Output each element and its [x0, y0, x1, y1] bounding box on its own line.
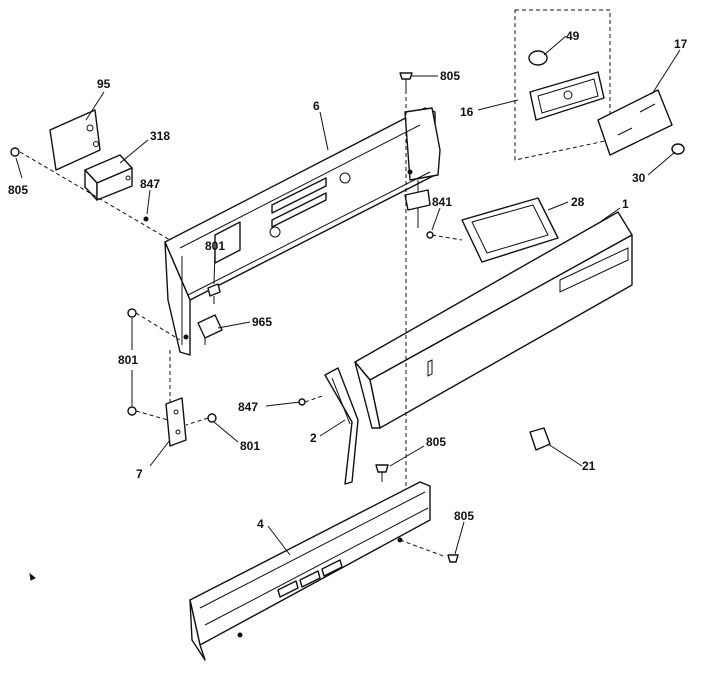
part-965-clip: [197, 314, 223, 345]
callout-841: 841: [432, 195, 452, 209]
part-801-left-screw-upper: [127, 308, 137, 318]
callout-805-top: 805: [440, 69, 460, 83]
stray-mark: [29, 572, 36, 581]
part-4-bottom-trim: [189, 481, 431, 661]
assembly-guide-lines: [19, 90, 463, 558]
part-801-right-screw: [207, 413, 217, 423]
part-28-trim-frame: [461, 197, 559, 263]
callout-7: 7: [136, 467, 143, 481]
callout-805-mid: 805: [426, 435, 446, 449]
callout-801-right: 801: [240, 439, 260, 453]
callout-805-bottom: 805: [454, 509, 474, 523]
callout-6: 6: [313, 99, 320, 113]
callout-21: 21: [582, 459, 596, 473]
callout-1: 1: [622, 197, 629, 211]
part-805-bottom-screw: [447, 554, 459, 563]
part-6-back-panel: [164, 107, 441, 356]
part-801-left-screw-lower: [127, 406, 137, 416]
part-16-control-assembly-box: [514, 9, 611, 161]
callout-4: 4: [257, 517, 264, 531]
part-30-knob: [671, 143, 685, 155]
part-7-bracket: [165, 397, 187, 447]
callout-801-left: 801: [118, 353, 138, 367]
callout-17: 17: [674, 37, 688, 51]
part-805-left-screw: [10, 147, 20, 157]
part-1-front-control-panel: [354, 211, 633, 429]
part-17-glass-panel: [597, 89, 673, 156]
callout-95: 95: [97, 77, 111, 91]
callout-28: 28: [571, 195, 585, 209]
callout-leader-lines: [15, 35, 681, 556]
callout-847-lower: 847: [238, 400, 258, 414]
part-805-mid-screw: [375, 464, 389, 482]
callout-labels: 95 318 805 847 6 805 16 49 17 30 841 28 …: [8, 29, 688, 531]
callout-801-upper: 801: [205, 239, 225, 253]
part-318-junction-box: [84, 154, 133, 201]
callout-318: 318: [150, 129, 170, 143]
callout-847-upper: 847: [140, 177, 160, 191]
part-2-end-cap: [324, 367, 359, 485]
part-95-bracket-plate: [49, 109, 101, 171]
part-21-clip: [529, 427, 551, 451]
callout-30: 30: [632, 171, 646, 185]
callout-965: 965: [252, 315, 272, 329]
part-805-top-screw: [399, 72, 413, 90]
callout-16: 16: [460, 105, 474, 119]
part-801-upper-screw: [207, 283, 221, 304]
callout-49: 49: [566, 29, 580, 43]
callout-2: 2: [310, 431, 317, 445]
callout-805-topleft: 805: [8, 183, 28, 197]
part-847-upper-screw: [143, 216, 149, 222]
